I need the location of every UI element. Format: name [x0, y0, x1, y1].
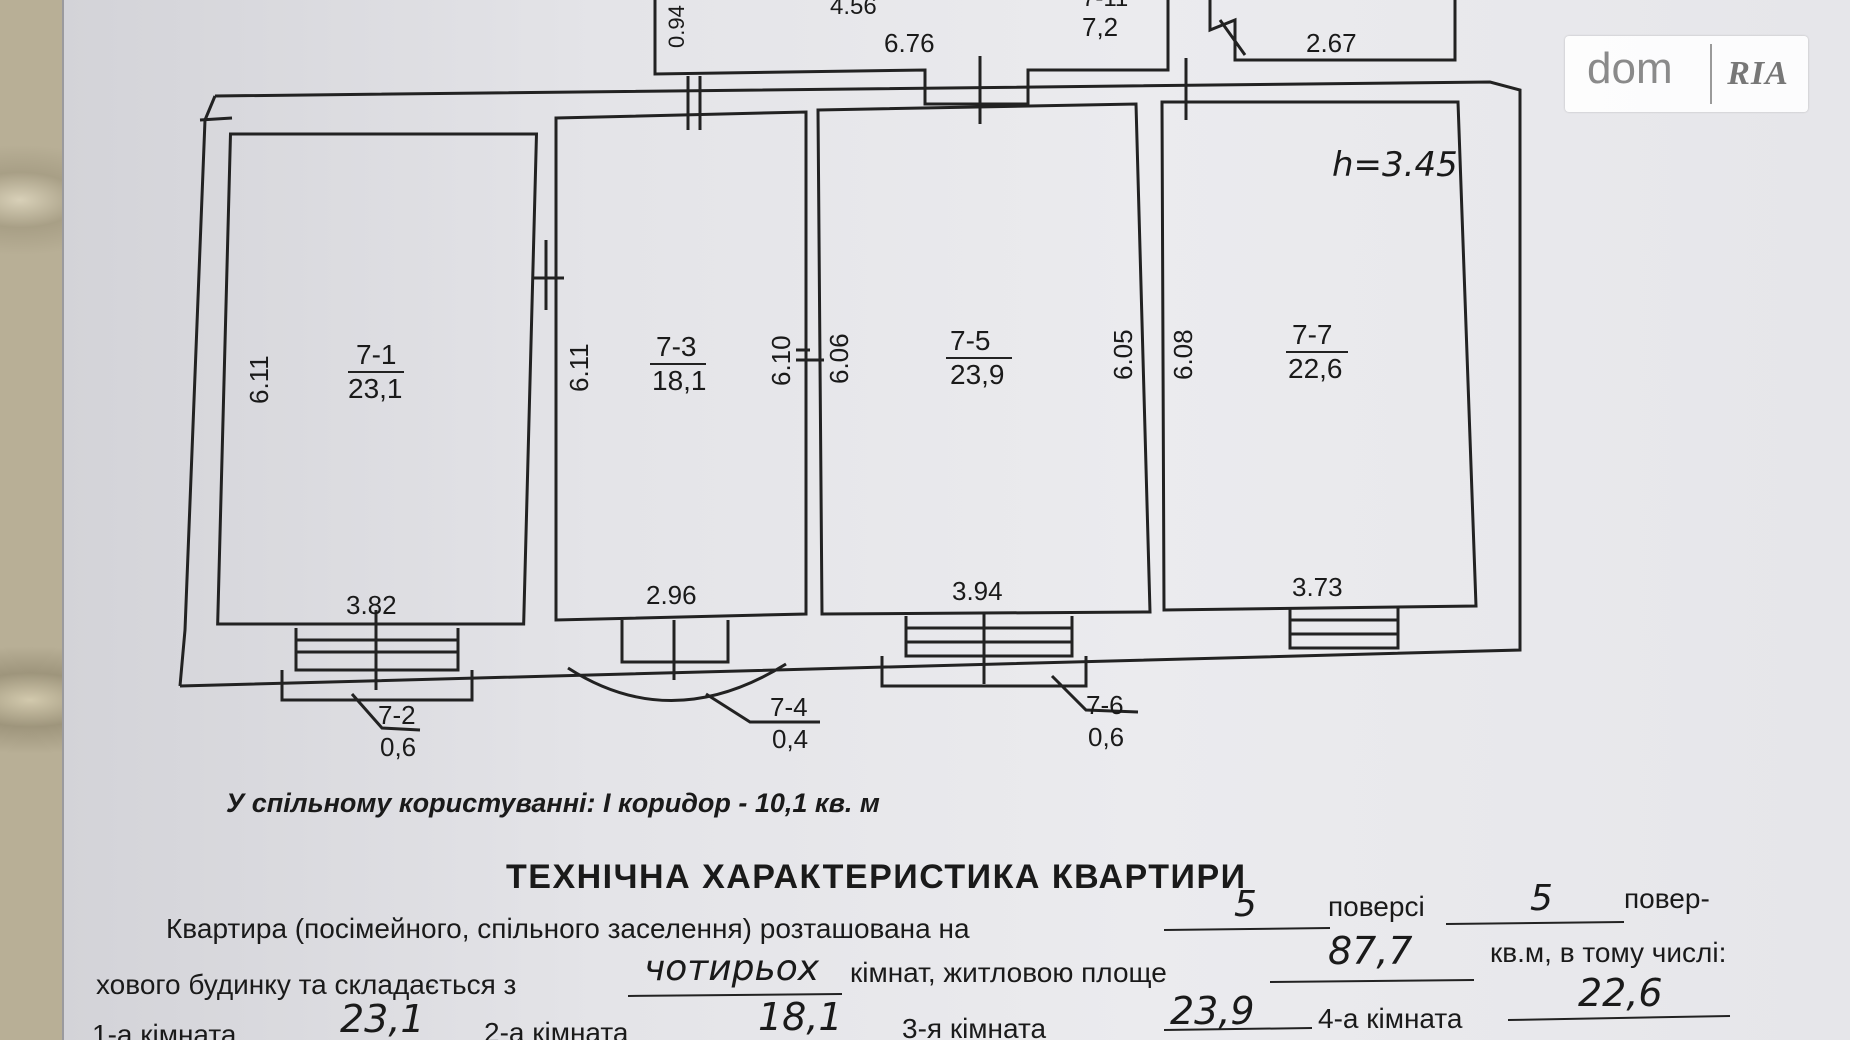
room3-bottom-dim: 3.94 [952, 576, 1003, 606]
room1-id: 7-1 [356, 339, 396, 370]
living-area-value: 87,7 [1328, 929, 1413, 973]
top-dim-2: 0.94 [664, 5, 689, 48]
balcony1-area: 0,6 [380, 732, 416, 762]
room1-bottom-dim: 3.82 [346, 590, 397, 620]
watermark-ria-logo: RIA [1727, 55, 1789, 92]
floor-value: 5 [1234, 884, 1257, 925]
shared-use-note: У спільному користуванні: І коридор - 10… [226, 788, 880, 818]
room4-area: 22,6 [1288, 353, 1343, 384]
room3-area: 23,9 [950, 359, 1005, 390]
room2-right-dim: 6.10 [766, 335, 796, 386]
rooms-count-word: чотирьох [644, 948, 820, 989]
room2-id: 7-3 [656, 331, 696, 362]
balcony2-area: 0,4 [772, 724, 808, 754]
room1-label: 1-а кімната [92, 1019, 237, 1040]
top-dim-3: 6.76 [884, 28, 935, 58]
room4-value: 22,6 [1578, 971, 1663, 1015]
top-room-id: 7-11 [1082, 0, 1128, 12]
balcony1-id: 7-2 [378, 700, 416, 730]
ceiling-height-note: h=3.45 [1332, 145, 1458, 185]
room3-left-dim: 6.06 [824, 333, 854, 384]
room2-bottom-dim: 2.96 [646, 580, 697, 610]
room3-id: 7-5 [950, 325, 990, 356]
tech-line1-b: поверсі [1328, 891, 1425, 922]
room2-value: 18,1 [758, 995, 843, 1039]
room3-label: 3-я кімната [902, 1013, 1046, 1040]
top-dim-1: 4.56 [830, 0, 877, 20]
room1-area: 23,1 [348, 373, 403, 404]
paper-sheet [62, 0, 1850, 1040]
room4-bottom-dim: 3.73 [1292, 572, 1343, 602]
room3-right-dim: 6.05 [1108, 329, 1138, 380]
top-dim-4: 2.67 [1306, 28, 1357, 58]
domria-watermark: dom RIA [1565, 36, 1808, 112]
balcony3-area: 0,6 [1088, 722, 1124, 752]
tech-title: ТЕХНІЧНА ХАРАКТЕРИСТИКА КВАРТИРИ [506, 858, 1247, 896]
balcony2-id: 7-4 [770, 692, 808, 722]
room2-area: 18,1 [652, 365, 707, 396]
room4-id: 7-7 [1292, 319, 1332, 350]
room1-left-dim: 6.11 [244, 355, 274, 404]
top-room-area: 7,2 [1082, 12, 1118, 42]
watermark-dom-text: dom [1587, 44, 1673, 93]
floors-total-value: 5 [1530, 878, 1553, 919]
tech-line1-a: Квартира (посімейного, спільного заселен… [166, 913, 970, 944]
room2-label: 2-а кімната [484, 1017, 629, 1040]
balcony3-id: 7-6 [1086, 690, 1124, 720]
room1-value: 23,1 [340, 997, 425, 1040]
tech-line2-c: кв.м, в тому числі: [1490, 937, 1726, 968]
tech-line1-c: повер- [1624, 883, 1710, 914]
room2-left-dim: 6.11 [564, 343, 594, 392]
room4-left-dim: 6.08 [1168, 329, 1198, 380]
room3-value: 23,9 [1170, 989, 1255, 1033]
room4-label: 4-а кімната [1318, 1003, 1463, 1034]
watermark-divider [1710, 44, 1712, 104]
tech-line2-a: хового будинку та складається з [96, 969, 516, 1000]
tech-line2-b: кімнат, житловою площе [850, 957, 1167, 988]
